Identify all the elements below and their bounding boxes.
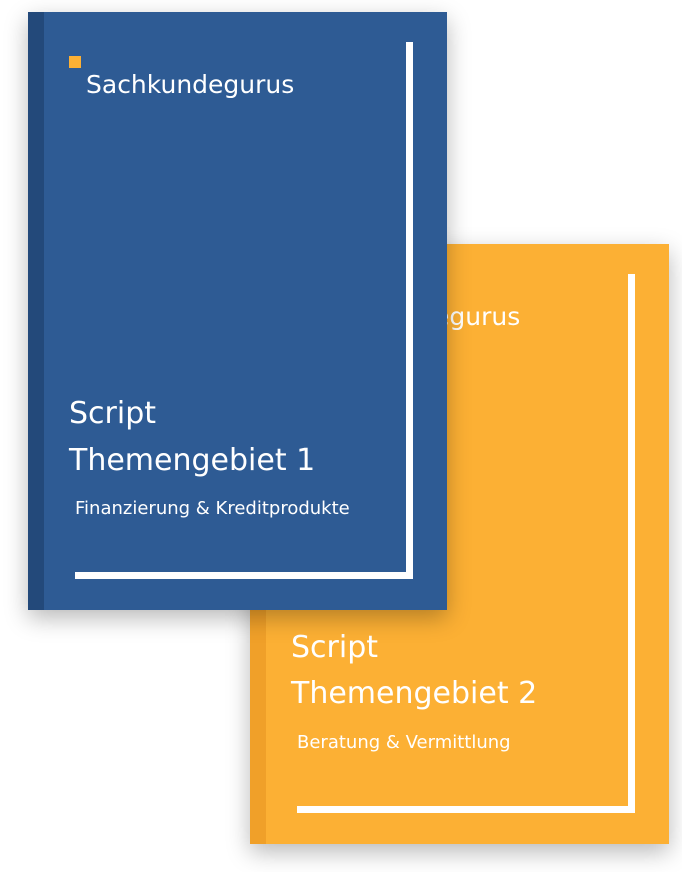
cover-frame-vertical [628,274,635,813]
brand-name: Sachkundegurus [86,70,295,99]
cover-title-line2: Themengebiet 1 [69,443,316,478]
cover-title-line1: Script [69,396,157,431]
book-spine [28,12,44,610]
cover-subtitle: Finanzierung & Kreditprodukte [75,498,350,519]
cover-subtitle: Beratung & Vermittlung [297,732,511,753]
cover-frame-vertical [406,42,413,579]
cover-title-line2: Themengebiet 2 [291,676,538,711]
book-cover-themengebiet-1: Sachkundegurus Script Themengebiet 1 Fin… [28,12,447,610]
cover-frame-horizontal [297,806,635,813]
cover-title-line1: Script [291,630,379,665]
brand-square-icon [69,56,81,68]
cover-frame-horizontal [75,572,413,579]
